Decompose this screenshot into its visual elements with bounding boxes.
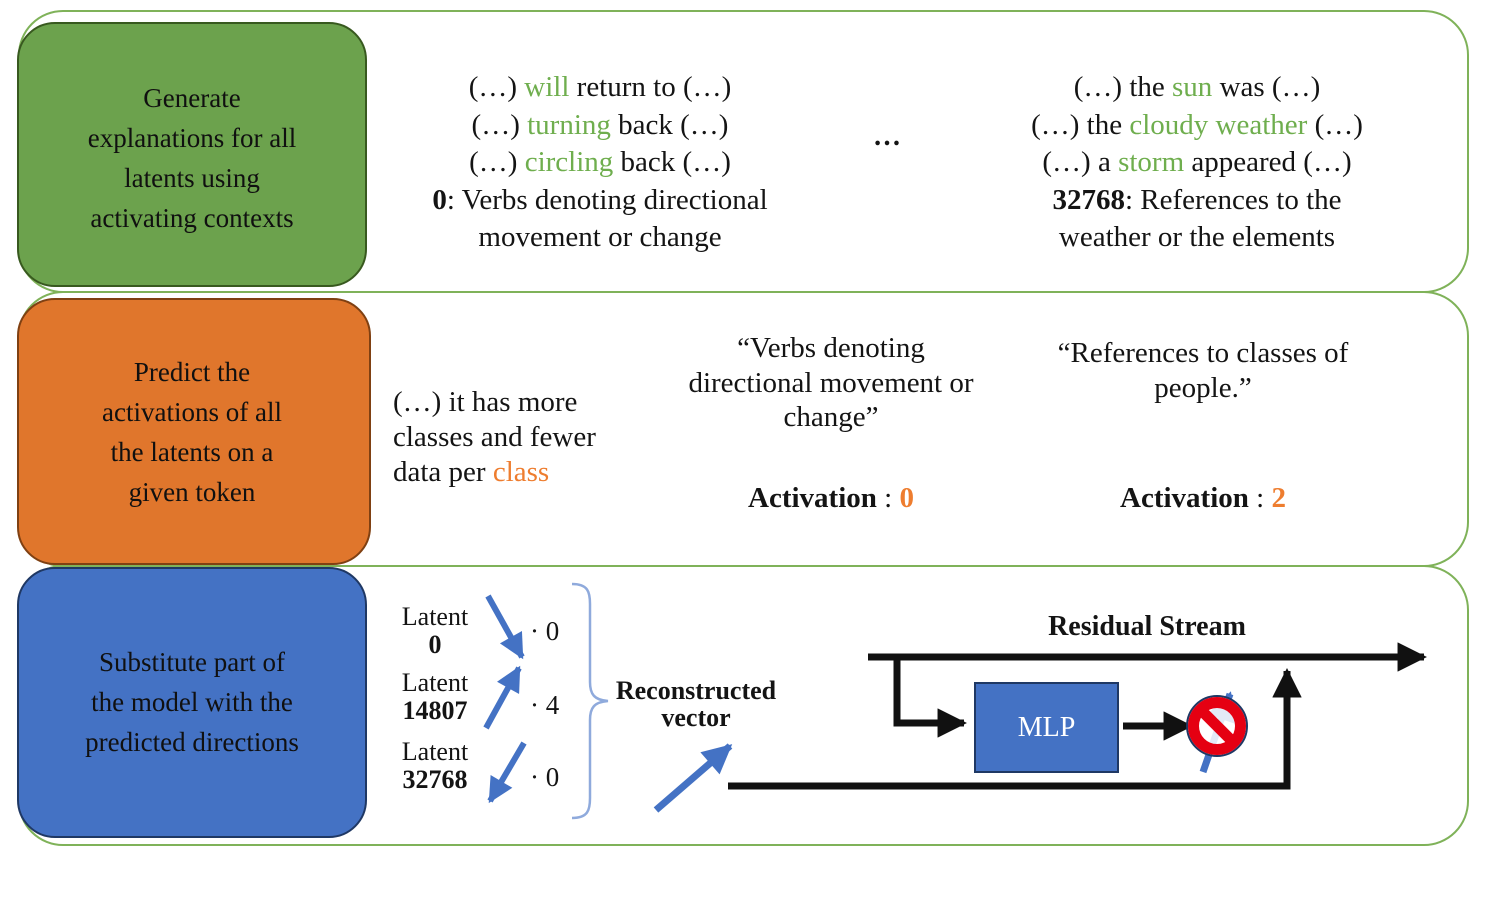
activation-value: 2: [1271, 482, 1286, 514]
activating-context-line: (…) a storm appeared (…): [1042, 146, 1352, 178]
latent-multiplier: · 4: [530, 690, 560, 720]
token-context: (…) it has more classes and fewer data p…: [393, 386, 596, 488]
activating-context-line: (…) will return to (…): [468, 71, 732, 103]
predicted-explanation-quote: “Verbs denoting directional movement or …: [688, 332, 974, 433]
latent-explanation: 0: Verbs denoting directional: [432, 183, 768, 216]
highlight-token: cloudy weather: [1129, 108, 1308, 141]
latent-32768-contexts: (…) the sun was (…) (…) the cloudy weath…: [977, 69, 1417, 257]
activating-context-line: (…) the cloudy weather (…): [1031, 108, 1363, 141]
activation-value: 0: [899, 482, 914, 514]
latent-explanation-line2: movement or change: [478, 221, 722, 253]
step1-box: [17, 22, 367, 287]
latent-explanation: 32768: References to the: [1052, 183, 1342, 216]
highlight-token: will: [524, 71, 570, 103]
reconstructed-vector-label: Reconstructed vector: [615, 676, 777, 732]
latent-multiplier: · 0: [530, 762, 560, 792]
mlp-box: MLP: [974, 682, 1119, 773]
latent-multiplier: · 0: [530, 616, 560, 646]
highlight-token: sun: [1172, 71, 1213, 103]
predicted-explanation-quote: “References to classes of people.”: [1057, 337, 1349, 404]
step3-box: [17, 567, 367, 838]
activation-readout: Activation : 0: [748, 482, 914, 514]
activating-context-line: (…) turning back (…): [471, 108, 729, 141]
highlight-token: storm: [1118, 146, 1185, 178]
highlight-token: turning: [527, 108, 611, 141]
latent-explanation-line2: weather or the elements: [1058, 221, 1336, 253]
ellipsis-separator: …: [873, 121, 901, 152]
activating-context-line: (…) the sun was (…): [1073, 71, 1321, 103]
residual-stream-label: Residual Stream: [1048, 611, 1246, 642]
latent-0-contexts: (…) will return to (…) (…) turning back …: [380, 69, 820, 257]
activation-readout: Activation : 2: [1120, 482, 1286, 514]
step2-box: [17, 298, 371, 565]
highlight-token: class: [492, 456, 550, 488]
highlight-token: circling: [524, 146, 614, 178]
activating-context-line: (…) circling back (…): [469, 146, 731, 178]
